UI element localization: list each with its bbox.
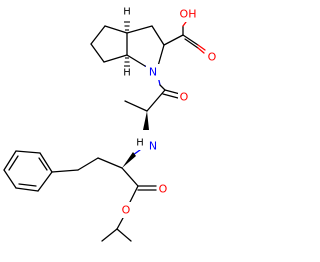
atom-label-hydrogen: H: [123, 7, 131, 18]
pyrrolidine-ring: [126, 25, 165, 69]
bond: [51, 169, 79, 173]
bond: [197, 47, 205, 54]
bond: [90, 25, 106, 45]
structure-diagram: OH O N O H N O O H H: [3, 6, 218, 242]
atom-label-nitrogen: N: [149, 140, 157, 153]
wedge-bond: [143, 111, 149, 130]
amide-chain: [124, 75, 181, 130]
bond: [15, 187, 39, 192]
carboxylic-acid: [163, 21, 206, 54]
bond: [159, 84, 166, 91]
bond: [182, 34, 199, 46]
bond: [15, 150, 41, 154]
cyclopentane-ring: [90, 25, 128, 63]
bond: [162, 93, 179, 99]
bond: [101, 228, 118, 242]
benzene-ring: [3, 150, 79, 192]
bond: [3, 169, 17, 189]
bond: [116, 217, 124, 230]
atom-label-nitrogen: N: [149, 66, 157, 79]
hashed-bond-bottom: [124, 57, 130, 67]
bond: [151, 25, 165, 46]
atom-label-oxygen: O: [180, 91, 189, 104]
atom-label-hydrogen: H: [123, 68, 131, 79]
bond: [37, 171, 53, 192]
bond: [103, 54, 128, 63]
bond: [116, 228, 132, 242]
bond: [157, 44, 165, 67]
bond: [182, 21, 187, 27]
bond: [90, 43, 105, 63]
bond: [104, 25, 128, 34]
molecule-canvas: OH O N O H N O O H H: [3, 6, 218, 242]
wedge-bond: [122, 152, 136, 168]
bond: [197, 44, 206, 51]
atom-labels: OH O N O H N O O H H: [120, 6, 218, 218]
bond: [126, 54, 146, 67]
bond: [124, 100, 148, 112]
bond: [121, 167, 139, 187]
bond: [128, 185, 139, 205]
atom-label-oxygen: O: [122, 204, 131, 217]
bond: [18, 183, 37, 187]
bond: [39, 152, 53, 173]
bond: [77, 157, 99, 171]
bond: [163, 34, 184, 46]
bond: [146, 89, 166, 112]
bond: [164, 89, 181, 95]
atom-label-oxygen: O: [159, 183, 168, 196]
bond: [184, 38, 199, 49]
atom-label-oxygen: O: [208, 51, 217, 64]
bond: [38, 157, 48, 171]
bond: [8, 155, 19, 171]
hashed-bond-top: [124, 21, 130, 31]
atom-label-hydrogen: H: [136, 138, 144, 149]
bond: [97, 157, 123, 169]
bond: [3, 150, 17, 171]
atom-label-oh: OH: [180, 8, 197, 21]
bond: [126, 25, 153, 34]
amine-chain: [77, 149, 157, 242]
